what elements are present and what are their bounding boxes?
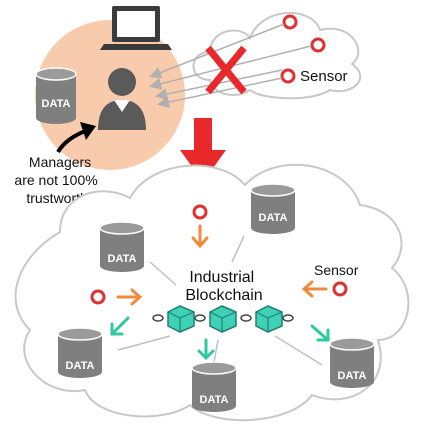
network-lines: [117, 235, 323, 366]
database-label-5: DATA: [338, 370, 367, 382]
database-icon-3: DATA: [57, 327, 103, 378]
database-icon-top: DATA: [35, 67, 77, 124]
database-label-top: DATA: [42, 98, 71, 110]
orange-arrow-right-icon: [116, 288, 143, 306]
blockchain-title-line-1: Industrial: [189, 269, 254, 286]
sensor-ring-3: [332, 281, 348, 297]
manager-zone: [35, 20, 185, 170]
database-icon-1: DATA: [99, 221, 145, 272]
block-1: [167, 305, 195, 333]
data-output-arrows: [110, 316, 330, 361]
sensor-ring-top-3: [280, 68, 296, 84]
sensor-ring-2: [90, 289, 106, 305]
sensor-ring-top-2: [310, 37, 326, 53]
database-label-3: DATA: [66, 360, 95, 372]
sensor-ring-top-1: [282, 14, 298, 30]
database-icon-4: DATA: [191, 361, 237, 412]
block-2: [209, 305, 237, 333]
database-icon-2: DATA: [250, 183, 296, 234]
orange-arrow-down-icon: [191, 224, 209, 249]
blockchain-title-line-2: Blockchain: [185, 287, 262, 304]
manager-person-icon: [98, 68, 146, 130]
block-3: [255, 305, 283, 333]
sensor-ring-1: [192, 204, 208, 220]
managers-note: Managers are not 100% trustworthy.: [14, 154, 101, 206]
database-label-1: DATA: [108, 253, 137, 265]
sensor-label-cloud: Sensor: [314, 262, 359, 278]
managers-note-line-1: Managers: [29, 154, 91, 170]
orange-arrow-left-icon: [301, 280, 328, 298]
database-label-2: DATA: [259, 212, 288, 224]
teal-arrow-down-icon: [197, 338, 215, 361]
database-icon-5: DATA: [329, 337, 375, 388]
managers-note-line-2: are not 100%: [14, 172, 97, 188]
cross-icon: [205, 45, 247, 95]
sensor-input-arrows: [116, 224, 328, 306]
database-label-4: DATA: [200, 394, 229, 406]
teal-arrow-down-left-icon: [110, 316, 130, 336]
blockchain-chain-icon: [152, 305, 294, 333]
sensor-label-top: Sensor: [300, 68, 348, 85]
teal-arrow-down-right-icon: [310, 324, 330, 342]
blockchain-title: Industrial Blockchain: [185, 269, 262, 304]
pointer-arrow-icon: [56, 122, 96, 154]
laptop-icon: [100, 6, 172, 50]
